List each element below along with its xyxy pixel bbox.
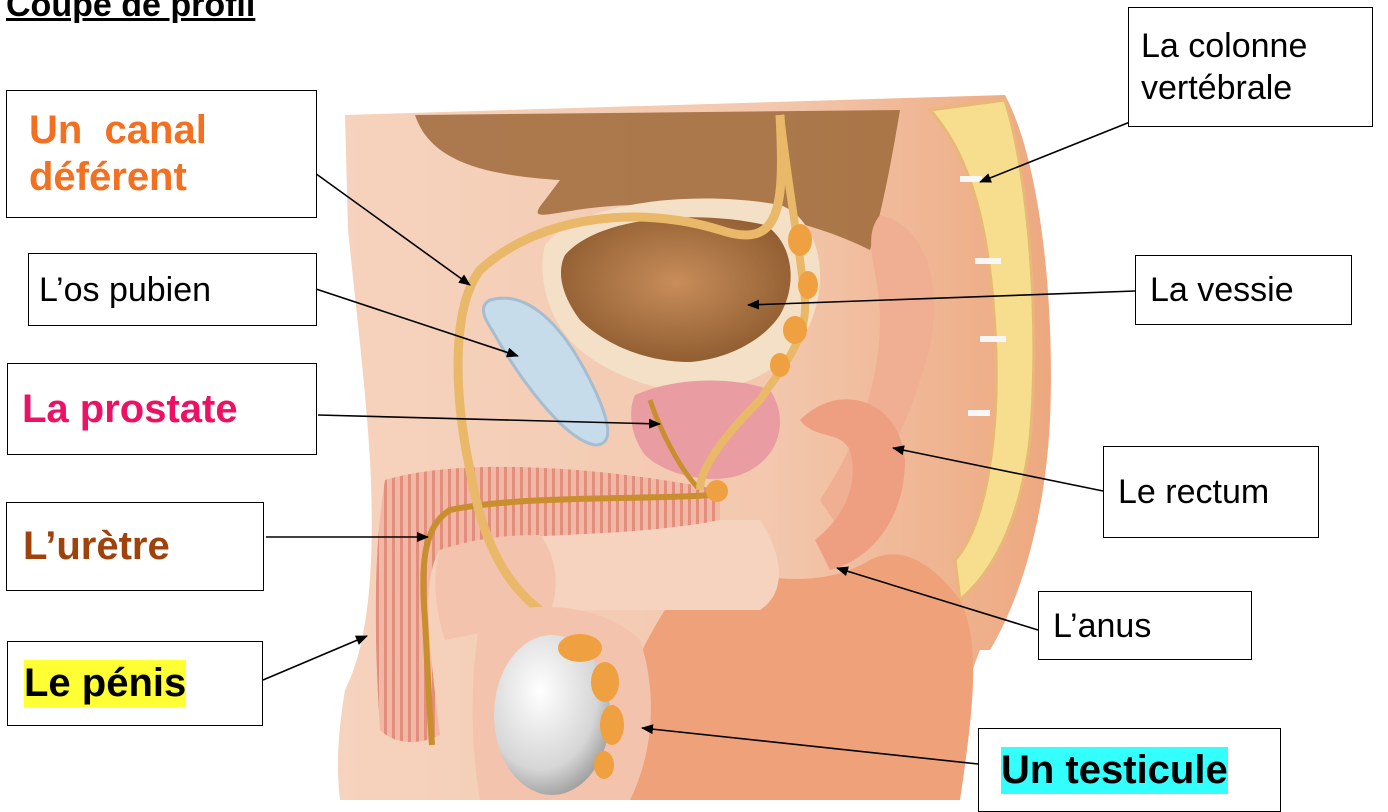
label-colonne-text: La colonne vertébrale [1141,25,1341,109]
label-rectum-text: Le rectum [1118,473,1269,511]
label-prostate-text: La prostate [22,386,238,433]
label-colonne: La colonne vertébrale [1128,7,1373,127]
label-uretre-text: L’urètre [23,523,170,570]
label-uretre: L’urètre [6,502,264,591]
label-canal-deferent: Un canal déférent [6,90,317,218]
label-canal-deferent-text: Un canal déférent [29,107,289,201]
label-penis-text: Le pénis [24,660,186,707]
label-anus: L’anus [1038,591,1252,660]
label-testicule: Un testicule [978,728,1281,812]
label-testicule-text: Un testicule [1001,747,1228,794]
page-title: Coupe de profil [6,0,255,25]
label-os-pubien: L’os pubien [28,253,317,326]
label-vessie: La vessie [1135,255,1352,325]
label-prostate: La prostate [7,363,317,455]
label-rectum: Le rectum [1103,446,1319,538]
label-vessie-text: La vessie [1150,271,1294,309]
label-os-pubien-text: L’os pubien [39,271,211,309]
label-anus-text: L’anus [1053,607,1151,645]
label-penis: Le pénis [7,641,263,726]
